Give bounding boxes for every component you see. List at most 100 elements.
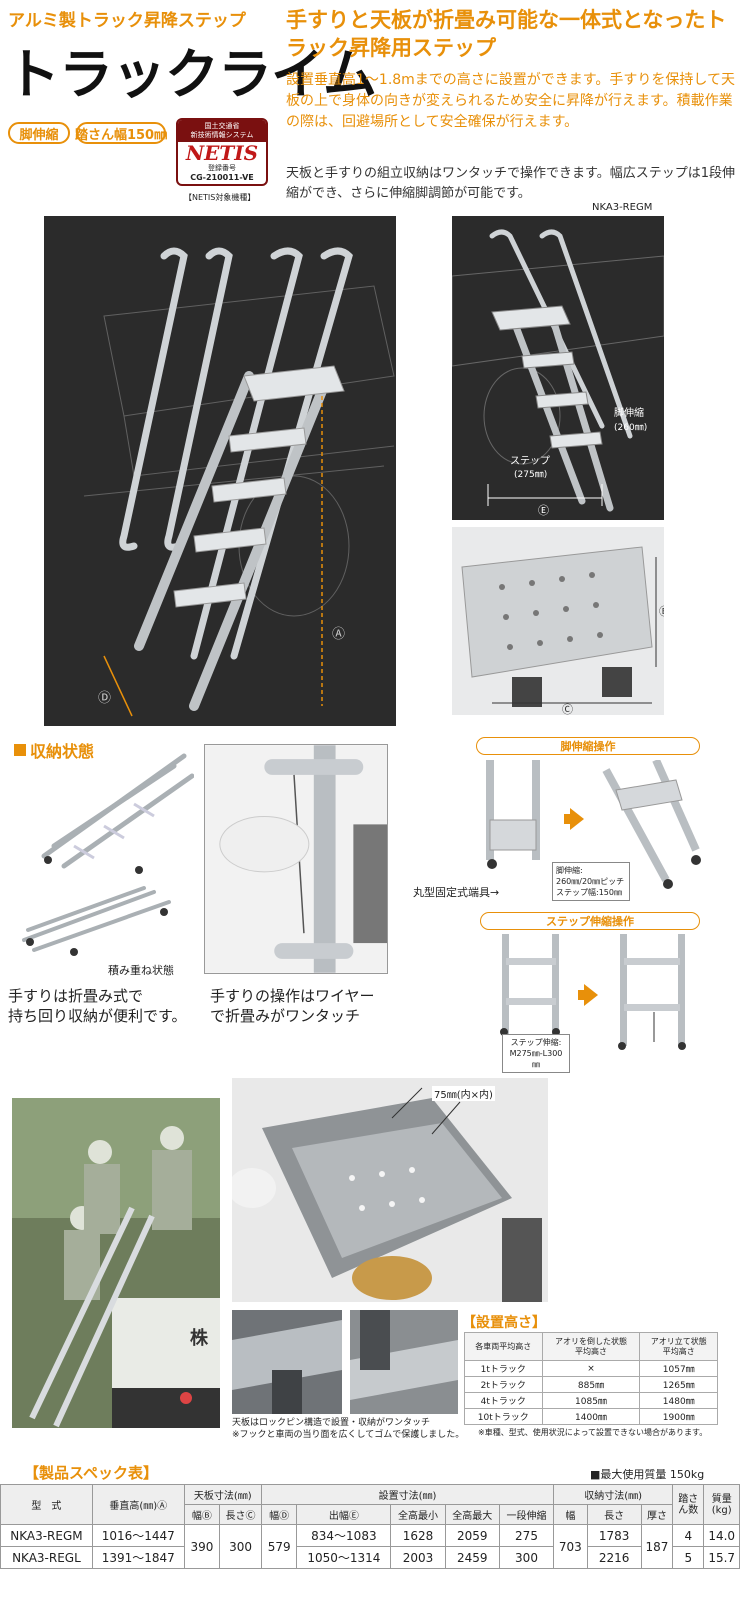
step-photo-before xyxy=(484,934,574,1044)
spec-cell-total-min: 2003 xyxy=(390,1546,446,1569)
step-photo-after xyxy=(606,934,700,1054)
spec-col-s-length: 長さ xyxy=(586,1504,642,1525)
install-cell: 1265㎜ xyxy=(639,1376,718,1393)
netis-badge: 国土交通省 新技術情報システム NETIS 登録番号 CG-210011-VE xyxy=(176,118,268,186)
spec-cell-one-step: 275 xyxy=(498,1524,555,1547)
spec-cell-length-c: 300 xyxy=(219,1524,262,1569)
main-product-photo: Ⓐ Ⓓ xyxy=(44,216,396,726)
model-label: NKA3-REGM xyxy=(592,202,653,213)
install-height-table: 各車両平均高さ アオリを倒した状態 平均高さ アオリ立て状態 平均高さ 1tトラ… xyxy=(464,1332,718,1425)
install-cell: × xyxy=(541,1360,641,1377)
top-plate-photo: Ⓑ Ⓒ xyxy=(452,527,664,715)
storage-heading: 収納状態 xyxy=(14,738,94,762)
storage-text-line-2: 持ち回り収納が便利です。 xyxy=(8,1007,187,1025)
spec-col-s-thick: 厚さ xyxy=(640,1504,674,1525)
spec-col-width-d: 幅Ⓓ xyxy=(260,1504,298,1525)
spec-table: 型 式 垂直高(㎜)Ⓐ 天板寸法(㎜) 設置寸法(㎜) 収納寸法(㎜) 踏さん数… xyxy=(0,1484,740,1569)
spec-col-out-e: 出幅Ⓔ xyxy=(296,1504,392,1525)
spec-cell-vertical: 1016～1447 xyxy=(91,1524,185,1547)
feature-tag-step-width: 踏さん幅150㎜ xyxy=(75,122,167,144)
spec-col-steps: 踏さん数 xyxy=(672,1484,705,1525)
spec-cell-steps: 5 xyxy=(672,1546,705,1569)
install-col-lowered: アオリを倒した状態 平均高さ xyxy=(541,1332,641,1361)
leg-spec-box: 脚伸縮: 260㎜/20㎜ピッチ ステップ幅:150㎜ xyxy=(552,862,630,901)
install-cell: 885㎜ xyxy=(541,1376,641,1393)
netis-logo: NETIS xyxy=(185,141,259,165)
callout-step: ステップ xyxy=(510,455,550,467)
callout-step-value: (275㎜) xyxy=(514,470,547,480)
callout-b: Ⓑ xyxy=(659,605,664,618)
callout-a: Ⓐ xyxy=(332,627,345,642)
leg-spec-line-3: ステップ幅:150㎜ xyxy=(556,888,622,897)
lock-pin-photo-1 xyxy=(232,1310,342,1414)
install-header-row: 各車両平均高さ アオリを倒した状態 平均高さ アオリ立て状態 平均高さ xyxy=(464,1332,718,1361)
install-height-heading: 【設置高さ】 xyxy=(462,1315,546,1331)
spec-col-mass: 質量(kg) xyxy=(703,1484,740,1525)
netis-reg-number: CG-210011-VE xyxy=(190,173,254,182)
storage-heading-text: 収納状態 xyxy=(30,742,95,761)
install-cell: 1057㎜ xyxy=(639,1360,718,1377)
spec-cell-s-thick: 187 xyxy=(640,1524,674,1569)
lock-caption: 天板はロックピン構造で設置・収納がワンタッチ ※フックと車両の当り面を広くしてゴ… xyxy=(232,1417,464,1441)
wire-operation-photo xyxy=(204,744,388,974)
feature-tag-telescopic: 脚伸縮 xyxy=(8,122,70,144)
spec-cell-total-min: 1628 xyxy=(390,1524,446,1547)
install-cell: 1tトラック xyxy=(464,1360,543,1377)
storage-text: 手すりは折畳み式で 持ち回り収納が便利です。 xyxy=(8,986,187,1026)
wire-text: 手すりの操作はワイヤー で折畳みがワンタッチ xyxy=(210,986,375,1026)
spec-cell-total-max: 2059 xyxy=(444,1524,500,1547)
spec-col-top: 天板寸法(㎜) xyxy=(183,1484,262,1505)
leg-operation-heading: 脚伸縮操作 xyxy=(476,737,700,755)
spec-col-one-step: 一段伸縮 xyxy=(498,1504,555,1525)
spec-cell-width-d: 579 xyxy=(260,1524,298,1569)
table-row: 10tトラック 1400㎜ 1900㎜ xyxy=(464,1408,718,1425)
hook-photo xyxy=(232,1078,548,1302)
spec-cell-out-e: 834～1083 xyxy=(296,1524,392,1547)
spec-col-total-max: 全高最大 xyxy=(444,1504,500,1525)
install-col-vehicle: 各車両平均高さ xyxy=(464,1332,543,1361)
workers-photo: 株 xyxy=(12,1098,220,1428)
netis-org-line-2: 新技術情報システム xyxy=(190,131,254,139)
lock-caption-line-1: 天板はロックピン構造で設置・収納がワンタッチ xyxy=(232,1418,431,1428)
spec-cell-s-length: 1783 xyxy=(586,1524,642,1547)
netis-reg-label: 登録番号 xyxy=(208,164,236,172)
leg-photo-after xyxy=(596,758,704,896)
clamp-label: 丸型固定式端具→ xyxy=(413,886,500,899)
folded-ladder-photo xyxy=(34,746,195,876)
spec-cell-mass: 14.0 xyxy=(703,1524,740,1547)
callout-e: Ⓔ xyxy=(538,504,549,517)
install-cell: 10tトラック xyxy=(464,1408,543,1425)
spec-cell-model: NKA3-REGL xyxy=(0,1546,93,1569)
product-subtitle: アルミ製トラック昇降ステップ xyxy=(8,11,246,31)
callout-leg-value: (260㎜) xyxy=(614,423,647,433)
hook-dimension: 75㎜(内×内) xyxy=(432,1086,495,1101)
step-spec-line-2: M275㎜-L300㎜ xyxy=(509,1049,563,1069)
leg-spec-line-1: 脚伸縮: xyxy=(556,866,583,875)
spec-cell-s-length: 2216 xyxy=(586,1546,642,1569)
description-safety: 設置垂直高1～1.8mまでの高さに設置ができます。手すりを保持して天板の上で身体… xyxy=(286,72,735,130)
model-photo: 脚伸縮 (260㎜) ステップ (275㎜) Ⓔ xyxy=(452,216,664,520)
table-row: 4tトラック 1085㎜ 1480㎜ xyxy=(464,1392,718,1409)
spec-cell-vertical: 1391～1847 xyxy=(91,1546,185,1569)
table-row: 2tトラック 885㎜ 1265㎜ xyxy=(464,1376,718,1393)
ladder-small-illustration: 脚伸縮 (260㎜) ステップ (275㎜) Ⓔ xyxy=(452,229,664,517)
arrow-right-icon xyxy=(584,984,598,1006)
netis-note: 【NETIS対象機種】 xyxy=(184,193,256,202)
arrow-tail xyxy=(564,814,572,824)
table-row: 1tトラック × 1057㎜ xyxy=(464,1360,718,1377)
spec-cell-model: NKA3-REGM xyxy=(0,1524,93,1547)
callout-leg: 脚伸縮 xyxy=(614,406,644,419)
netis-org: 国土交通省 新技術情報システム xyxy=(178,120,266,142)
spec-heading: 【製品スペック表】 xyxy=(24,1464,158,1482)
table-row: NKA3-REGM 1016～1447 390 300 579 834～1083… xyxy=(0,1524,740,1569)
install-cell: 1085㎜ xyxy=(541,1392,641,1409)
spec-header-row-2: 幅Ⓑ 長さⒸ 幅Ⓓ 出幅Ⓔ 全高最小 全高最大 一段伸縮 幅 長さ 厚さ xyxy=(1,1504,740,1525)
callout-d: Ⓓ xyxy=(98,691,111,706)
product-title: トラックライム xyxy=(6,43,377,106)
spec-cell-steps: 4 xyxy=(672,1524,705,1547)
spec-cell-total-max: 2459 xyxy=(444,1546,500,1569)
truck-label: 株 xyxy=(190,1327,209,1349)
leg-spec-line-2: 260㎜/20㎜ピッチ xyxy=(556,877,625,886)
spec-header-row-1: 型 式 垂直高(㎜)Ⓐ 天板寸法(㎜) 設置寸法(㎜) 収納寸法(㎜) 踏さん数… xyxy=(0,1484,740,1525)
spec-col-total-min: 全高最小 xyxy=(390,1504,446,1525)
